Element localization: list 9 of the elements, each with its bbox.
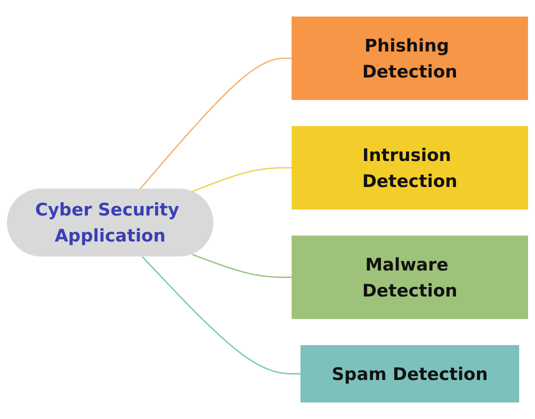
node-box: Phishing Detection (292, 16, 528, 100)
node-box: Cyber Security Application (6, 188, 214, 256)
node-box: Malware Detection (292, 236, 528, 320)
connector (139, 58, 292, 190)
connector (192, 254, 292, 278)
node-box: Intrusion Detection (292, 126, 528, 210)
connector (192, 167, 292, 192)
connector (142, 256, 300, 374)
node-box: Spam Detection (300, 345, 520, 402)
